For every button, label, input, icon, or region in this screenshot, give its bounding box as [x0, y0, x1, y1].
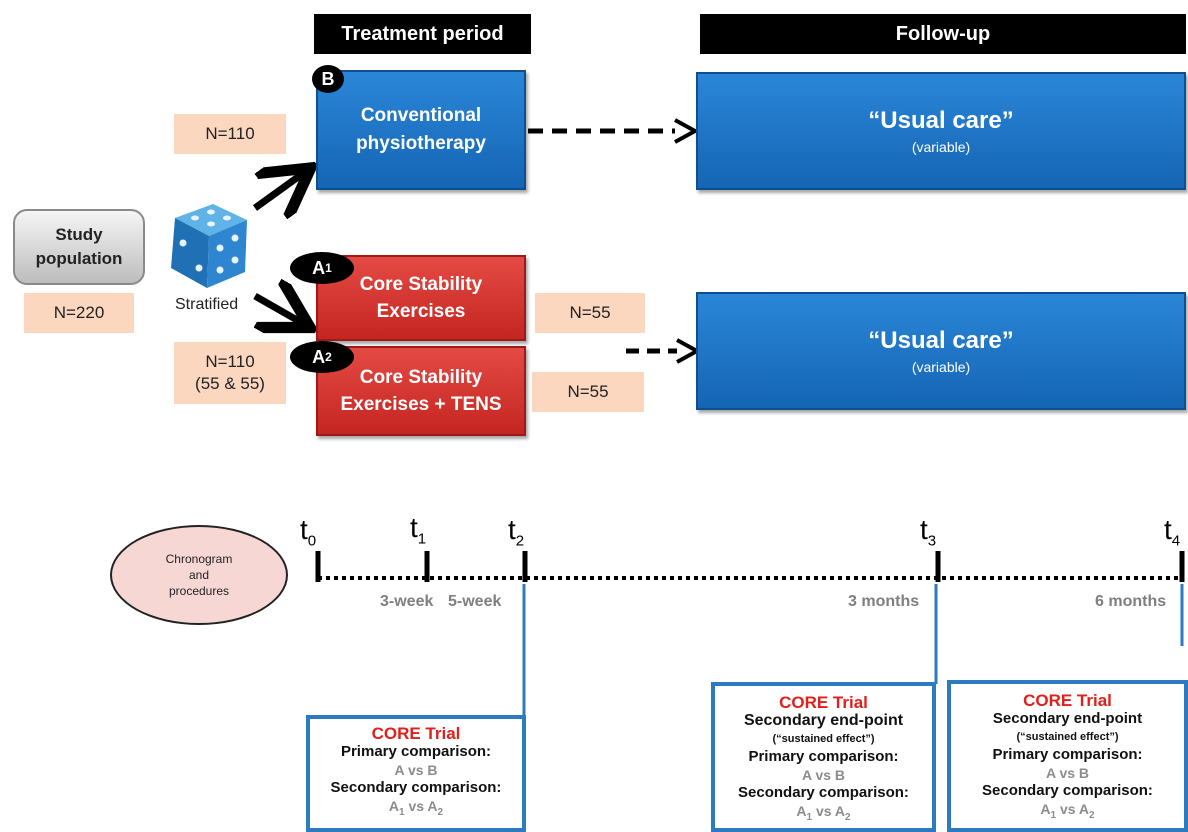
chronogram-line2: and [188, 568, 210, 582]
secondary-endpoint-label: Secondary end-point [992, 710, 1143, 727]
study-label-line2: population [35, 249, 123, 268]
sustained-effect-label: (“sustained effect”) [772, 733, 875, 745]
chronogram-label: Chronogram and procedures [110, 525, 288, 625]
secondary-comparison-label: Secondary comparison: [982, 782, 1153, 799]
secondary-comparison-value: A1 vs A2 [388, 798, 444, 818]
timepoint-t4: t4 [1164, 514, 1181, 550]
study-n-label: N=220 [24, 293, 134, 333]
study-label-line1: Study [55, 225, 103, 244]
core-trial-box-t2: CORE Trial Primary comparison: A vs B Se… [306, 715, 526, 832]
group-a-total-detail: (55 & 55) [195, 374, 265, 393]
group-a1-line2: Exercises [376, 301, 466, 322]
period-3-months: 3 months [848, 593, 920, 610]
usual-care-subtitle-a: (variable) [911, 359, 971, 375]
secondary-comparison-value: A1 vs A2 [796, 803, 851, 823]
chronogram-line1: Chronogram [165, 552, 233, 566]
timepoint-t1: t1 [410, 512, 427, 548]
usual-care-title-b: “Usual care” [868, 107, 1014, 134]
stratified-label: Stratified [175, 296, 239, 313]
primary-comparison-value: A vs B [1045, 765, 1090, 781]
secondary-endpoint-label: Secondary end-point [743, 712, 904, 729]
primary-comparison-value: A vs B [394, 762, 438, 778]
group-a1-badge-letter: A [312, 257, 326, 278]
usual-care-box-a: “Usual care” (variable) [696, 292, 1186, 410]
core-trial-title: CORE Trial [1023, 691, 1112, 710]
group-b-badge: B [312, 65, 344, 93]
period-3-week: 3-week [380, 593, 434, 610]
group-b-box: Conventional physiotherapy [316, 70, 526, 190]
usual-care-subtitle-b: (variable) [911, 139, 971, 155]
primary-comparison-label: Primary comparison: [748, 748, 899, 765]
group-a2-line1: Core Stability [359, 367, 483, 388]
chronogram-line3: procedures [168, 584, 230, 598]
primary-comparison-label: Primary comparison: [340, 743, 492, 760]
core-trial-title: CORE Trial [371, 724, 461, 743]
group-b-n-label: N=110 [174, 114, 286, 154]
group-a1-badge-sub: 1 [325, 261, 332, 275]
usual-care-title-a: “Usual care” [868, 327, 1014, 354]
treatment-period-header: Treatment period [314, 14, 531, 54]
timepoint-t3: t3 [920, 514, 937, 550]
group-a1-line1: Core Stability [359, 274, 483, 295]
core-trial-box-t4: CORE Trial Secondary end-point (“sustain… [947, 680, 1188, 832]
primary-comparison-label: Primary comparison: [992, 746, 1143, 763]
secondary-comparison-value: A1 vs A2 [1040, 801, 1095, 821]
secondary-comparison-label: Secondary comparison: [738, 784, 909, 801]
primary-comparison-value: A vs B [801, 767, 846, 783]
sustained-effect-label: (“sustained effect”) [1016, 731, 1119, 743]
group-a-total-n: N=110 [205, 352, 255, 371]
usual-care-box-b: “Usual care” (variable) [696, 72, 1186, 190]
core-trial-box-t3: CORE Trial Secondary end-point (“sustain… [711, 682, 936, 832]
group-a2-line2: Exercises + TENS [340, 394, 502, 415]
timepoint-t2: t2 [508, 514, 525, 550]
group-b-line1: Conventional [360, 105, 482, 126]
period-5-week: 5-week [448, 593, 502, 610]
core-trial-title: CORE Trial [779, 693, 868, 712]
group-b-line2: physiotherapy [356, 133, 486, 154]
group-a2-n-label: N=55 [532, 372, 644, 412]
group-a1-n-label: N=55 [535, 293, 645, 333]
study-population-box: Study population [13, 209, 145, 285]
group-a-total-n-label: N=110 (55 & 55) [174, 342, 286, 404]
period-6-months: 6 months [1095, 593, 1167, 610]
follow-up-header: Follow-up [700, 14, 1186, 54]
timepoint-t0: t0 [300, 514, 317, 550]
group-a2-badge-letter: A [312, 346, 326, 367]
dice-icon [165, 198, 255, 293]
secondary-comparison-label: Secondary comparison: [330, 779, 502, 796]
group-a2-badge-sub: 2 [325, 350, 332, 364]
